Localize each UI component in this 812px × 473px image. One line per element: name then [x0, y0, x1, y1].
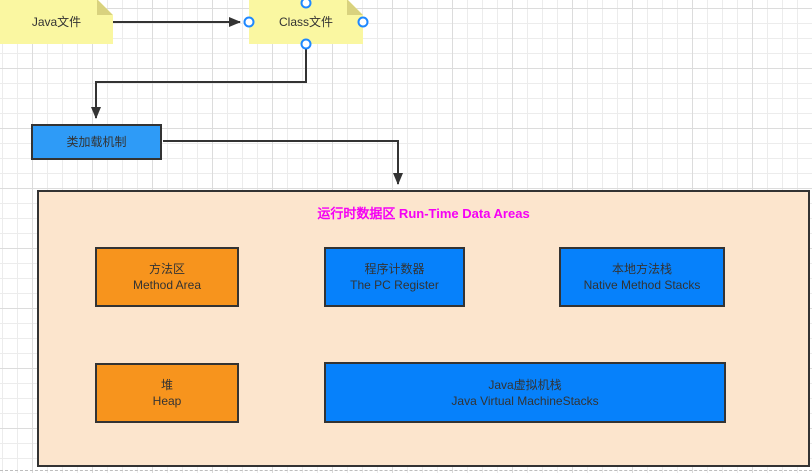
node-java-file-label: Java文件: [31, 14, 82, 29]
node-heap[interactable]: 堆 Heap: [95, 363, 239, 423]
node-jvm-stacks-label-zh: Java虚拟机栈: [488, 377, 562, 392]
node-method-area-label-zh: 方法区: [148, 262, 185, 276]
node-runtime-data-areas[interactable]: 运行时数据区 Run-Time Data Areas 方法区 Method Ar…: [37, 190, 810, 467]
node-class-loader[interactable]: 类加载机制: [31, 124, 162, 160]
node-java-file[interactable]: Java文件: [0, 0, 113, 44]
node-native-method-stacks-label-zh: 本地方法栈: [611, 262, 672, 276]
node-class-loader-label: 类加载机制: [66, 135, 127, 149]
node-pc-register[interactable]: 程序计数器 The PC Register: [324, 247, 465, 307]
note-fold-corner: [97, 0, 113, 15]
node-heap-label-en: Heap: [152, 394, 182, 408]
edge-class-to-loader[interactable]: [91, 48, 307, 119]
node-method-area-label-en: Method Area: [132, 278, 202, 292]
note-fold-corner: [347, 0, 363, 15]
node-native-method-stacks[interactable]: 本地方法栈 Native Method Stacks: [559, 247, 725, 307]
node-heap-label-zh: 堆: [160, 378, 173, 392]
node-class-file-label: Class文件: [278, 14, 333, 29]
node-jvm-stacks[interactable]: Java虚拟机栈 Java Virtual MachineStacks: [324, 362, 726, 423]
runtime-container-title: 运行时数据区 Run-Time Data Areas: [317, 206, 530, 221]
node-class-file[interactable]: Class文件: [249, 0, 363, 44]
page-break-line: [0, 470, 812, 471]
node-jvm-stacks-label-en: Java Virtual MachineStacks: [451, 393, 599, 408]
node-native-method-stacks-label-en: Native Method Stacks: [583, 278, 701, 292]
node-pc-register-label-zh: 程序计数器: [364, 262, 425, 276]
node-pc-register-label-en: The PC Register: [350, 278, 439, 292]
node-method-area[interactable]: 方法区 Method Area: [95, 247, 239, 307]
edge-loader-to-runtime[interactable]: [163, 140, 403, 185]
